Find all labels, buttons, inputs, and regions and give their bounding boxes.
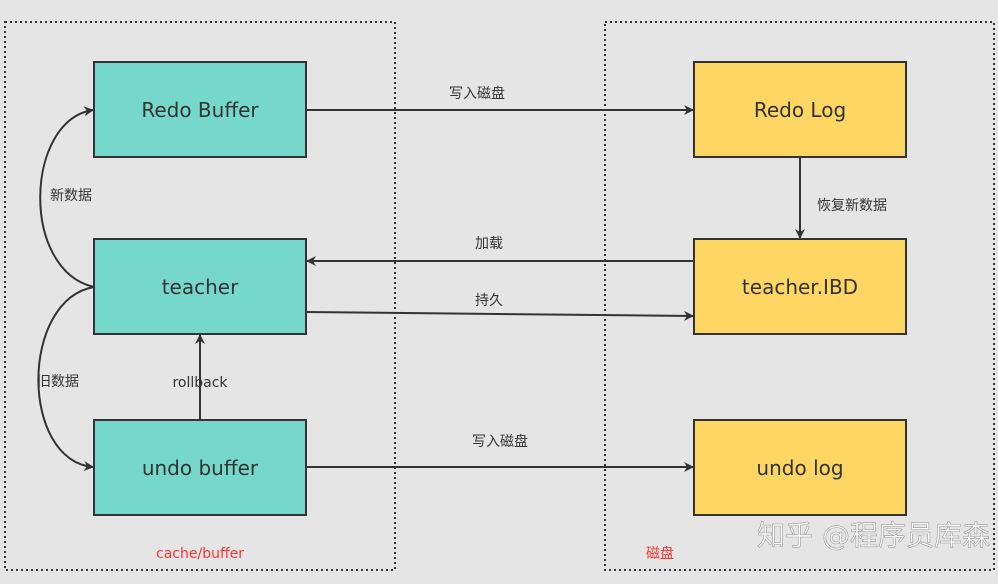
undo-write-label: 写入磁盘 — [472, 433, 528, 450]
teacher-box: teacher — [93, 238, 307, 335]
old-data-curve — [37, 286, 95, 472]
persist-arrow — [305, 310, 694, 321]
disk-container — [604, 21, 995, 571]
undo-buffer-label: undo buffer — [142, 456, 259, 480]
redo-log-label: Redo Log — [754, 98, 846, 122]
persist-label: 持久 — [475, 293, 503, 309]
redo-buffer-label: Redo Buffer — [141, 98, 259, 122]
watermark: 知乎 @程序员库森 — [757, 519, 990, 552]
teacher-ibd-box: teacher.IBD — [693, 238, 907, 335]
undo-log-box: undo log — [693, 419, 907, 516]
new-data-label: 新数据 — [50, 188, 92, 204]
rollback-label: rollback — [172, 375, 228, 391]
redo-buffer-box: Redo Buffer — [93, 61, 307, 158]
teacher-ibd-label: teacher.IBD — [742, 275, 858, 299]
memory-container — [4, 21, 396, 571]
undo-buffer-box: undo buffer — [93, 419, 307, 516]
old-data-label: 旧数据 — [37, 374, 79, 390]
redo-write-label: 写入磁盘 — [449, 85, 505, 102]
recover-label: 恢复新数据 — [817, 197, 887, 214]
cache-buffer-label: cache/buffer — [156, 546, 244, 562]
load-label: 加载 — [475, 236, 503, 252]
undo-log-label: undo log — [756, 456, 843, 480]
redo-log-box: Redo Log — [693, 61, 907, 158]
disk-label: 磁盘 — [646, 545, 674, 562]
new-data-curve — [39, 106, 95, 288]
teacher-label: teacher — [162, 275, 239, 299]
